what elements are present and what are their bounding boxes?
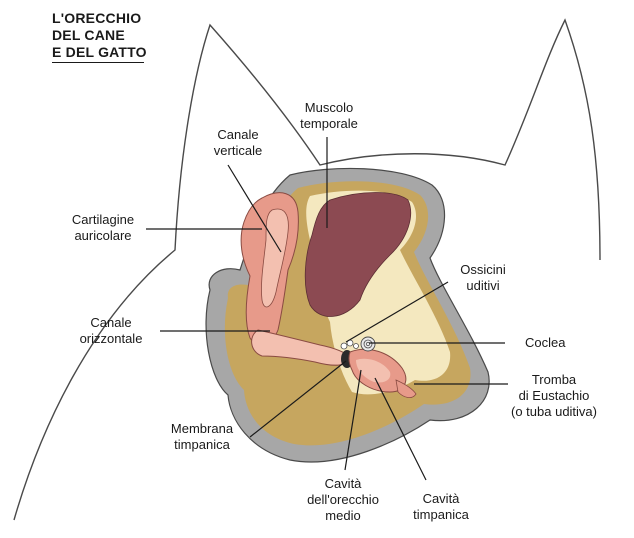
label-muscolo-line2: temporale — [300, 116, 358, 131]
label-canale-orizzontale-line2: orizzontale — [79, 331, 143, 346]
label-canale-verticale-line2: verticale — [213, 143, 263, 158]
label-cavita-timpanica-line1: Cavità — [422, 491, 460, 506]
label-membrana-line1: Membrana — [170, 421, 234, 436]
label-tromba-line3: (o tuba uditiva) — [511, 404, 597, 419]
head-silhouette — [13, 18, 601, 521]
label-cavita-orecchio-medio: Cavità dell'orecchio medio — [296, 476, 390, 524]
label-ossicini-line1: Ossicini — [460, 262, 506, 277]
label-ossicini-uditivi: Ossicini uditivi — [448, 262, 518, 294]
label-cavita-om-line3: medio — [325, 508, 361, 523]
label-cartilagine-line1: Cartilagine — [71, 212, 135, 227]
ossicles — [340, 339, 359, 350]
label-cavita-timpanica-line2: timpanica — [413, 507, 469, 522]
label-canale-verticale-line1: Canale — [217, 127, 259, 142]
label-canale-orizzontale: Canale orizzontale — [66, 315, 156, 347]
label-tromba-line2: di Eustachio — [518, 388, 590, 403]
label-canale-verticale: Canale verticale — [202, 127, 274, 159]
middle-ear-cavity — [356, 358, 391, 383]
temporal-muscle — [304, 192, 412, 317]
label-membrana-timpanica: Membrana timpanica — [160, 421, 244, 453]
label-cartilagine-auricolare: Cartilagine auricolare — [58, 212, 148, 244]
title-line-1: L'ORECCHIO — [52, 10, 142, 26]
leader-membrana — [249, 360, 347, 438]
vertical-canal-fold — [261, 208, 289, 308]
leader-ossicini — [345, 281, 449, 343]
label-cavita-timpanica: Cavità timpanica — [406, 491, 476, 523]
horizontal-canal — [251, 329, 353, 366]
label-cavita-om-line1: Cavità — [324, 476, 362, 491]
leader-lines — [146, 137, 508, 481]
label-tromba-eustachio: Tromba di Eustachio (o tuba uditiva) — [500, 372, 608, 420]
eustachian-tube — [395, 379, 417, 398]
label-tromba-line1: Tromba — [531, 372, 577, 387]
title-line-3: E DEL GATTO — [52, 44, 147, 60]
cochlea — [360, 336, 376, 352]
label-membrana-line2: timpanica — [174, 437, 230, 452]
title-line-2: DEL CANE — [52, 27, 125, 43]
leader-cavita-timp — [374, 377, 427, 481]
label-cavita-om-line2: dell'orecchio — [307, 492, 379, 507]
leader-canale-verticale — [227, 164, 282, 253]
label-coclea: Coclea — [525, 335, 566, 350]
label-muscolo-line1: Muscolo — [304, 100, 354, 115]
title-underline — [52, 62, 144, 64]
label-canale-orizzontale-line1: Canale — [90, 315, 132, 330]
leader-cavita-om — [344, 369, 362, 471]
label-cartilagine-line2: auricolare — [74, 228, 132, 243]
label-ossicini-line2: uditivi — [466, 278, 500, 293]
label-muscolo-temporale: Muscolo temporale — [297, 100, 361, 132]
